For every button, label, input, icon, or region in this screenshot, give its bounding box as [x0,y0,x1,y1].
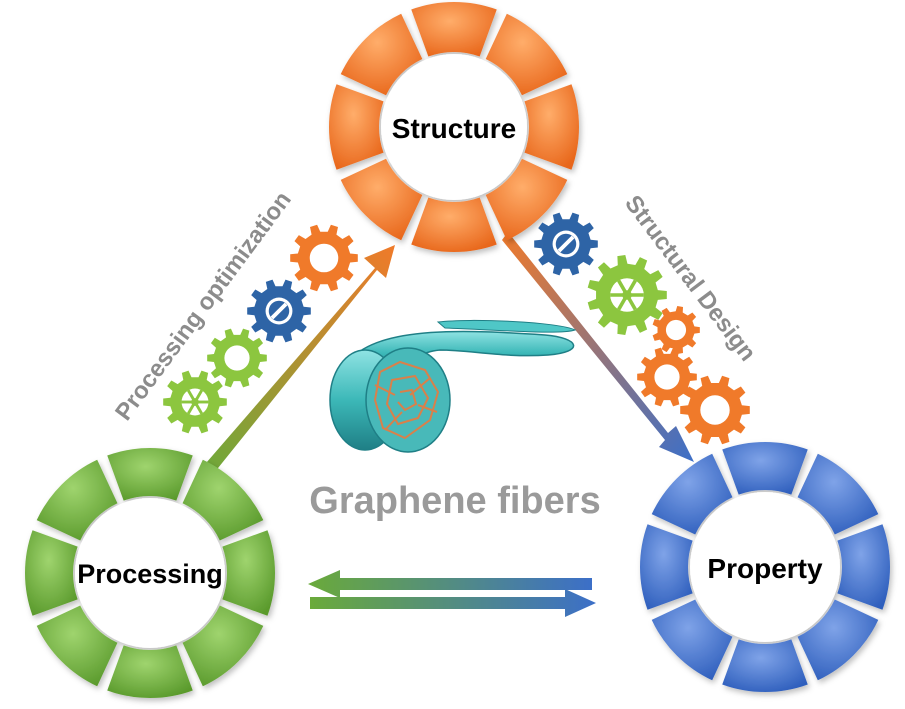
edge-arrows [200,232,694,617]
gear-spoke [617,279,629,296]
gear-spoke [187,389,197,403]
processing-label: Processing [77,559,223,589]
ring-center [75,498,225,648]
fiber-tail [436,319,577,333]
gear-hole [654,364,680,390]
gear-hole [700,395,730,425]
blue-gear-icon [247,279,311,343]
property-ring: Property [640,442,890,692]
ring-segment [651,453,733,535]
gear-screw-slot [557,235,575,253]
processing-to-structure-arrow [200,245,395,478]
ring-segment [36,459,118,541]
ring-segment [329,84,384,170]
ring-segment [722,442,808,495]
gear-hole [309,243,339,273]
gear-hole [665,319,687,341]
ring-segment [797,599,879,681]
ring-segment [107,448,193,501]
gear-spoke [193,401,203,415]
ring-center [381,54,527,200]
ring-segment [107,645,193,698]
gear-spoke [187,401,197,415]
graphene-fibers-label: Graphene fibers [309,480,600,522]
ring-segment [36,605,118,687]
ring-segment [340,158,423,241]
ring-segment [640,524,693,610]
graphene-fiber-illustration [329,319,577,453]
gear-spoke [625,279,637,296]
ring-segment [485,13,568,96]
ring-segment [182,459,264,541]
fiber-cross-section [365,347,451,453]
green-wheel-gear-icon [587,255,667,335]
gear-spoke [193,389,203,403]
ring-segment [222,530,275,616]
ring-segment [182,605,264,687]
ring-segment [485,158,568,241]
gear-spoke [625,294,637,311]
structure-label: Structure [392,113,516,144]
ring-segment [722,639,808,692]
ring-center [690,492,840,642]
property-label: Property [707,553,823,584]
ring-segment [651,599,733,681]
gear-screw-slot [270,302,288,320]
orange-gear-icon [290,224,358,292]
ring-segment [411,1,497,57]
gears-right [534,212,750,445]
ring-segment [411,197,497,252]
blue-gear-icon [534,212,598,276]
ring-segment [340,13,423,96]
orange-gear-icon [637,347,697,407]
ring-segment [797,453,879,535]
gears-left [163,224,358,434]
processing-ring: Processing [25,448,275,698]
green-wheel-gear-icon [163,370,227,434]
green-gear-icon [207,328,267,388]
orange-gear-icon [680,375,750,445]
property-to-processing-arrow [308,570,592,598]
ring-segment [524,84,579,170]
structure-ring: Structure [329,1,579,252]
gear-hole [224,345,250,371]
ring-segment [837,524,890,610]
processing-to-property-arrow [310,589,596,617]
orange-gear-icon [652,306,700,354]
ring-segment [25,530,78,616]
fiber-core-folds [373,360,440,440]
structure-to-property-arrow [502,232,694,462]
gear-spoke [617,294,629,311]
